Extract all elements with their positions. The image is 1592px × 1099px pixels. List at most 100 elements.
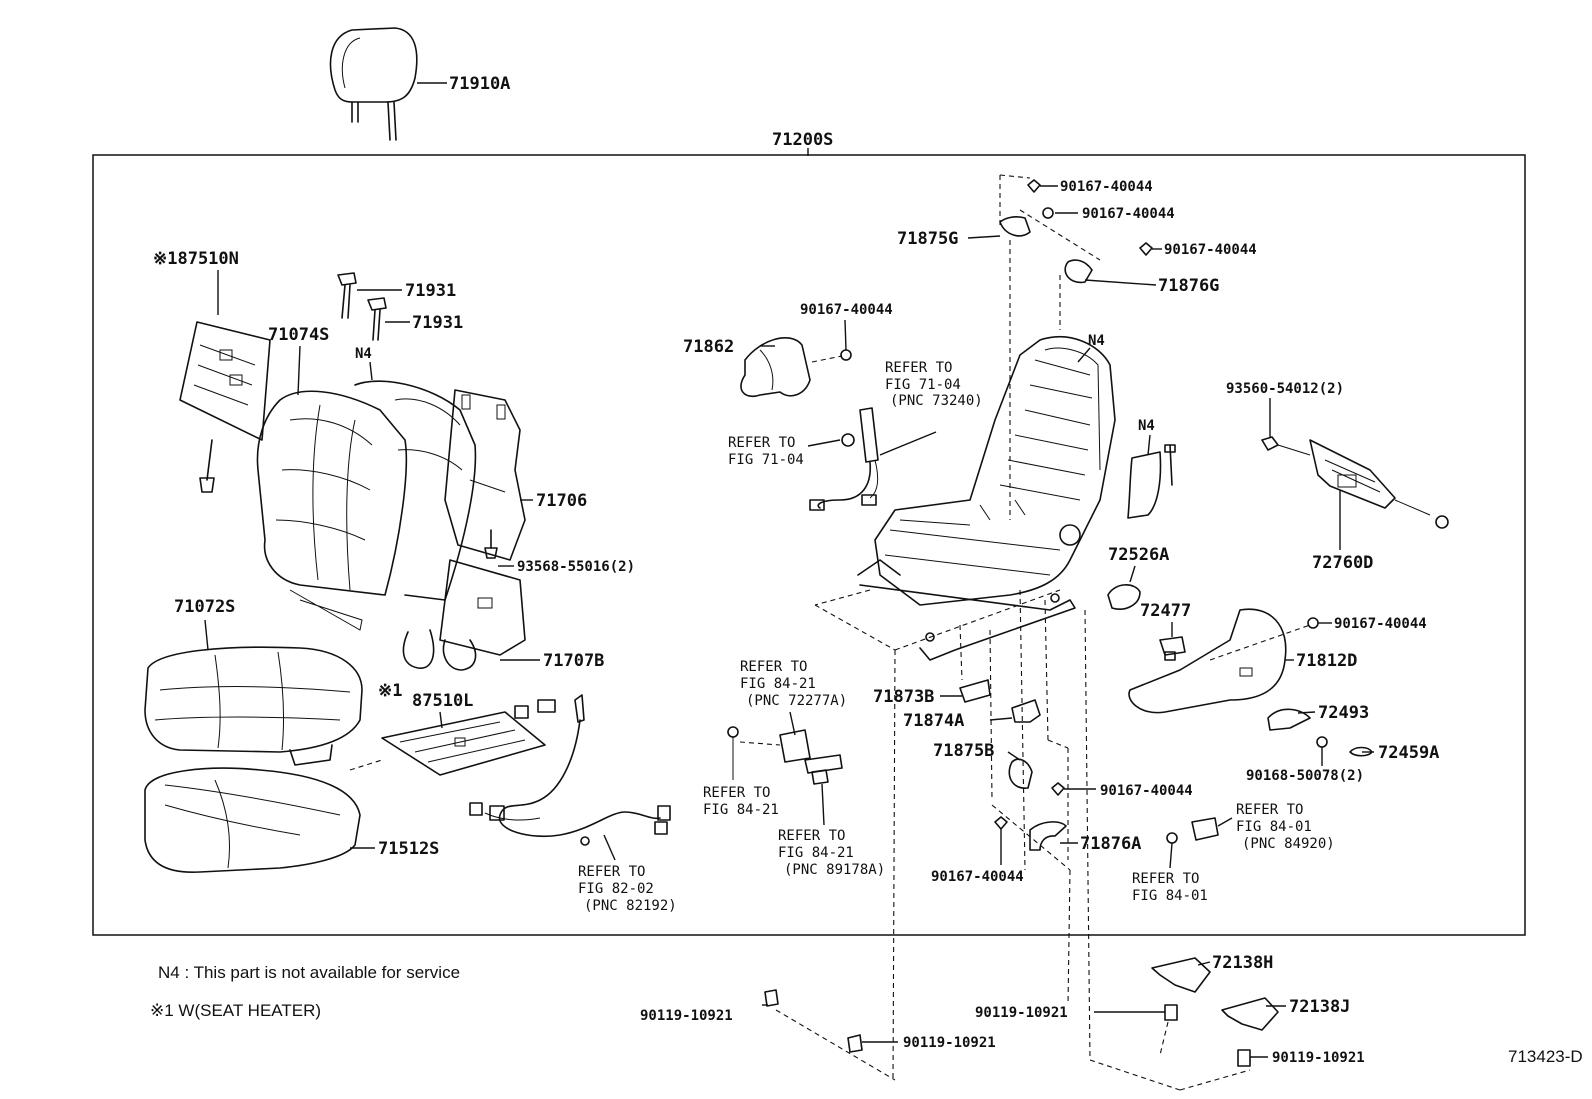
bolt-icons-90119	[764, 989, 1251, 1067]
refer-fig-84-21-c[interactable]: REFER TO FIG 84-21 (PNC 89178A)	[778, 828, 885, 878]
part-72459A[interactable]: 72459A	[1378, 743, 1439, 763]
cover-71874A-illustration	[1011, 699, 1041, 723]
part-71512S[interactable]: 71512S	[378, 839, 439, 859]
bolt-90119-b[interactable]: 90119-10921	[903, 1035, 996, 1051]
svg-text:REFER TO: REFER TO	[740, 659, 807, 675]
part-71074S[interactable]: 71074S	[268, 325, 329, 345]
part-71876A[interactable]: 71876A	[1080, 834, 1141, 854]
cover-71873B-illustration	[959, 679, 991, 703]
part-71862[interactable]: 71862	[683, 337, 734, 357]
bolt-90119-a[interactable]: 90119-10921	[640, 1008, 733, 1024]
svg-text:REFER TO: REFER TO	[578, 864, 645, 880]
screw-93568-illustration	[484, 529, 498, 559]
part-72760D[interactable]: 72760D	[1312, 553, 1373, 573]
part-87510N[interactable]: ※187510N	[153, 249, 239, 269]
refer-fig-84-01-a[interactable]: REFER TO FIG 84-01 (PNC 84920)	[1236, 802, 1335, 852]
note-n4: N4 : This part is not available for serv…	[158, 963, 460, 982]
cover-71876G-illustration	[1064, 259, 1093, 284]
part-71875G[interactable]: 71875G	[897, 229, 958, 249]
svg-text:FIG 82-02: FIG 82-02	[578, 881, 654, 897]
bolt-icon-71875B	[1051, 782, 1065, 796]
refer-fig-84-21-a[interactable]: REFER TO FIG 84-21 (PNC 72277A)	[740, 659, 847, 709]
clip-71931-illustration	[337, 272, 387, 341]
part-71876G[interactable]: 71876G	[1158, 276, 1219, 296]
bolt-90167-72477[interactable]: 90167-40044	[1334, 616, 1427, 632]
refer-fig-82-02[interactable]: REFER TO FIG 82-02 (PNC 82192)	[578, 864, 677, 914]
svg-text:FIG 71-04: FIG 71-04	[885, 377, 961, 393]
seat-heater-back-illustration	[179, 321, 271, 493]
assembly-label[interactable]: 71200S	[772, 130, 833, 150]
cover-71876A-illustration	[1029, 821, 1067, 851]
seat-heater-cushion-illustration	[381, 694, 585, 776]
note-seat-heater: ※1 W(SEAT HEATER)	[150, 1001, 321, 1020]
seat-belt-buckle-illustration	[809, 407, 879, 511]
svg-text:REFER TO: REFER TO	[778, 828, 845, 844]
mark-87510L[interactable]: ※1	[378, 681, 402, 701]
part-71706[interactable]: 71706	[536, 491, 587, 511]
seat-cushion-pad-illustration	[144, 767, 361, 873]
refer-fig-71-04-b[interactable]: REFER TO FIG 71-04	[728, 435, 804, 468]
shield-71812D-illustration	[1128, 608, 1319, 714]
seat-cushion-cover-illustration	[144, 646, 363, 766]
svg-text:FIG 84-21: FIG 84-21	[703, 802, 779, 818]
svg-text:FIG 84-21: FIG 84-21	[740, 676, 816, 692]
seat-frame-illustration	[857, 336, 1116, 661]
n4-label-b[interactable]: N4	[1088, 333, 1105, 349]
bolt-90167-71875B[interactable]: 90167-40044	[1100, 783, 1193, 799]
svg-text:FIG 84-21: FIG 84-21	[778, 845, 854, 861]
rail-cover-72138J-illustration	[1221, 997, 1279, 1031]
part-93568-55016[interactable]: 93568-55016(2)	[517, 559, 635, 575]
diagram-id: 713423-D	[1508, 1047, 1583, 1066]
refer-fig-84-21-b[interactable]: REFER TO FIG 84-21	[703, 785, 779, 818]
refer-fig-71-04-a[interactable]: REFER TO FIG 71-04 (PNC 73240)	[885, 360, 983, 409]
svg-text:REFER TO: REFER TO	[703, 785, 770, 801]
part-72477[interactable]: 72477	[1140, 601, 1191, 621]
svg-text:REFER TO: REFER TO	[1132, 871, 1199, 887]
n4-label-c[interactable]: N4	[1138, 418, 1155, 434]
svg-text:(PNC 89178A): (PNC 89178A)	[784, 862, 885, 878]
bolt-90119-c[interactable]: 90119-10921	[975, 1005, 1068, 1021]
part-72138H[interactable]: 72138H	[1212, 953, 1273, 973]
svg-text:(PNC 82192): (PNC 82192)	[584, 898, 677, 914]
svg-text:(PNC 73240): (PNC 73240)	[890, 393, 983, 409]
cover-71875B-illustration	[1008, 758, 1033, 789]
svg-text:FIG 71-04: FIG 71-04	[728, 452, 804, 468]
part-87510L[interactable]: 87510L	[412, 691, 473, 711]
headrest-illustration	[329, 27, 418, 141]
bolt-90119-d[interactable]: 90119-10921	[1272, 1050, 1365, 1066]
part-72138J[interactable]: 72138J	[1289, 997, 1350, 1017]
part-71875B[interactable]: 71875B	[933, 741, 994, 761]
n4-label-a[interactable]: N4	[355, 346, 372, 362]
part-72493[interactable]: 72493	[1318, 703, 1369, 723]
back-lower-board-illustration	[402, 559, 526, 671]
svg-text:(PNC 84920): (PNC 84920)	[1242, 836, 1335, 852]
refer-fig-84-01-b[interactable]: REFER TO FIG 84-01	[1132, 871, 1208, 904]
part-93560-54012[interactable]: 93560-54012(2)	[1226, 381, 1344, 397]
bolt-90167-71862[interactable]: 90167-40044	[800, 302, 893, 318]
bolt-90168-50078[interactable]: 90168-50078(2)	[1246, 768, 1364, 784]
part-71931-a[interactable]: 71931	[405, 281, 456, 301]
svg-text:REFER TO: REFER TO	[1236, 802, 1303, 818]
seat-heater-harness-illustration	[469, 719, 671, 846]
part-71873B[interactable]: 71873B	[873, 687, 934, 707]
part-71931-b[interactable]: 71931	[412, 313, 463, 333]
bolt-icons-top	[1027, 179, 1153, 256]
bolt-90167-top-3[interactable]: 90167-40044	[1164, 242, 1257, 258]
bolt-90167-bottom[interactable]: 90167-40044	[931, 869, 1024, 885]
cover-71875G-illustration	[999, 215, 1031, 237]
motor-module-illustration	[727, 726, 843, 785]
part-71812D[interactable]: 71812D	[1296, 651, 1357, 671]
part-71072S[interactable]: 71072S	[174, 597, 235, 617]
bolt-90167-top-2[interactable]: 90167-40044	[1082, 206, 1175, 222]
part-71707B[interactable]: 71707B	[543, 651, 604, 671]
connector-84-01-illustration	[1166, 817, 1219, 844]
rail-cover-72138H-illustration	[1151, 957, 1211, 993]
bracket-72760D-illustration	[1261, 436, 1449, 529]
part-72526A[interactable]: 72526A	[1108, 545, 1169, 565]
part-71910A[interactable]: 71910A	[449, 74, 510, 94]
bolt-icon-bottom	[994, 816, 1008, 830]
back-board-illustration	[444, 389, 526, 561]
bolt-90167-top-1[interactable]: 90167-40044	[1060, 179, 1153, 195]
part-71874A[interactable]: 71874A	[903, 711, 964, 731]
